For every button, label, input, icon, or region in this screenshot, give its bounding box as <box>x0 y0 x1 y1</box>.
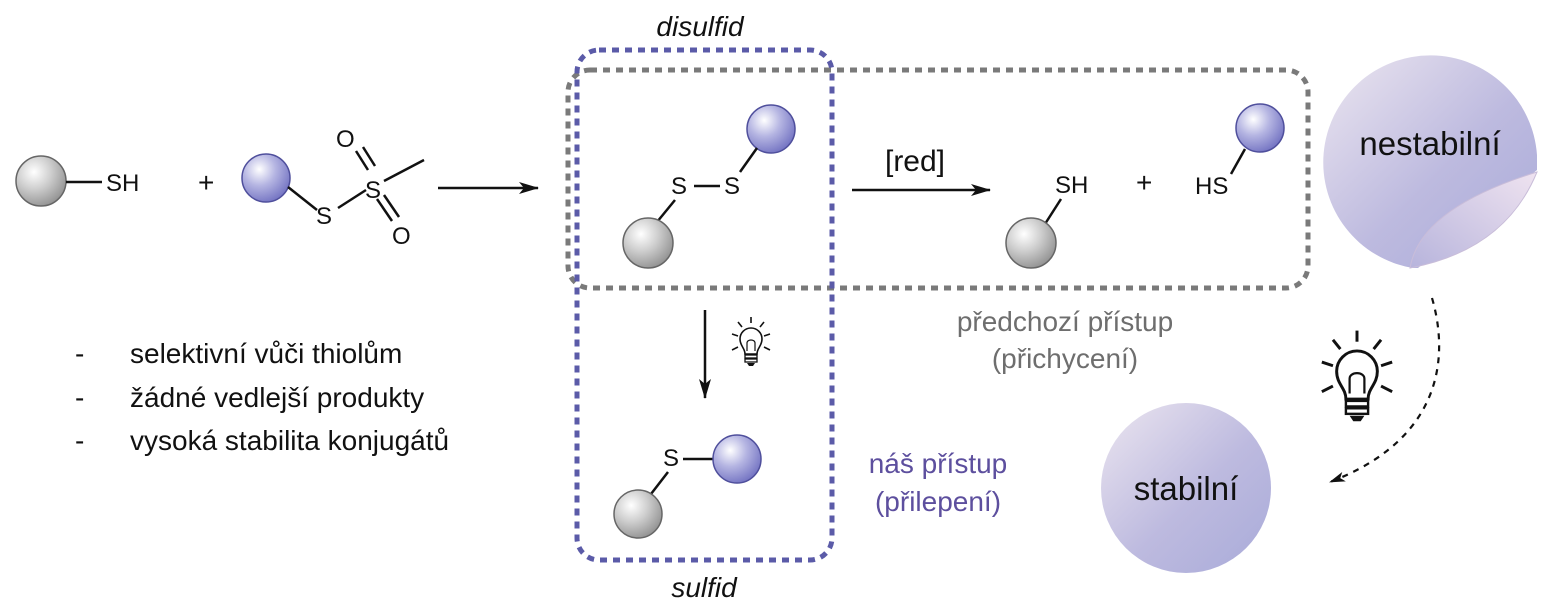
sulfide-s-label: S <box>663 445 679 472</box>
gray-sphere <box>1005 217 1057 269</box>
sulfide-structure: S <box>613 434 762 539</box>
oxygen-top-label: O <box>336 126 355 153</box>
bullet-dash: - <box>75 425 84 456</box>
stable-label: stabilní <box>1134 470 1239 507</box>
sulfur-right-label: S <box>724 173 740 200</box>
sulfide-title: sulfid <box>671 572 738 603</box>
blue-sphere <box>1235 103 1285 153</box>
blue-sphere <box>712 434 762 484</box>
thiol-reagent: SH <box>15 155 139 207</box>
previous-approach-sublabel: (přichycení) <box>992 343 1138 374</box>
gray-sphere <box>613 489 663 539</box>
sulfonyl-sulfur-label: S <box>365 177 381 204</box>
bullet-text: vysoká stabilita konjugátů <box>130 425 449 456</box>
oxygen-bottom-label: O <box>392 223 411 250</box>
blue-sphere <box>241 153 291 203</box>
advantages-list: - selektivní vůči thiolům - žádné vedlej… <box>75 338 449 456</box>
disulfide-title: disulfid <box>656 11 745 42</box>
thiol-product-2: HS <box>1195 103 1285 200</box>
our-approach-label: náš přístup <box>869 448 1008 479</box>
unstable-sticker: nestabilní <box>1323 55 1538 269</box>
product-sh-label: SH <box>1055 172 1088 199</box>
previous-approach-box <box>565 67 1311 291</box>
lightbulb-icon <box>731 317 771 366</box>
curved-dashed-arrow <box>1329 297 1441 484</box>
bullet-text: selektivní vůči thiolům <box>130 338 402 369</box>
gray-sphere <box>622 217 674 269</box>
thiosulfonate-reagent: S S O O <box>241 126 425 250</box>
unstable-label: nestabilní <box>1359 125 1500 162</box>
bullet-text: žádné vedlejší produkty <box>130 382 424 413</box>
our-approach-box <box>574 47 835 563</box>
stable-circle <box>1101 403 1271 573</box>
disulfide-structure: S S <box>622 104 796 269</box>
product-hs-label: HS <box>1195 173 1228 200</box>
previous-approach-label: předchozí přístup <box>957 306 1173 337</box>
lightbulb-icon <box>1321 330 1393 422</box>
thiol-product: SH <box>1005 172 1088 269</box>
stable-sticker: stabilní <box>1101 403 1271 573</box>
sulfur-label: S <box>316 203 332 230</box>
plus-sign: + <box>198 167 214 198</box>
plus-sign: + <box>1136 167 1152 198</box>
sulfur-left-label: S <box>671 173 687 200</box>
thiol-sh-label: SH <box>106 170 139 197</box>
our-approach-sublabel: (přilepení) <box>875 486 1001 517</box>
bullet-dash: - <box>75 382 84 413</box>
blue-sphere <box>746 104 796 154</box>
bullet-dash: - <box>75 338 84 369</box>
reduction-reagent-label: [red] <box>885 145 945 178</box>
gray-sphere <box>15 155 67 207</box>
